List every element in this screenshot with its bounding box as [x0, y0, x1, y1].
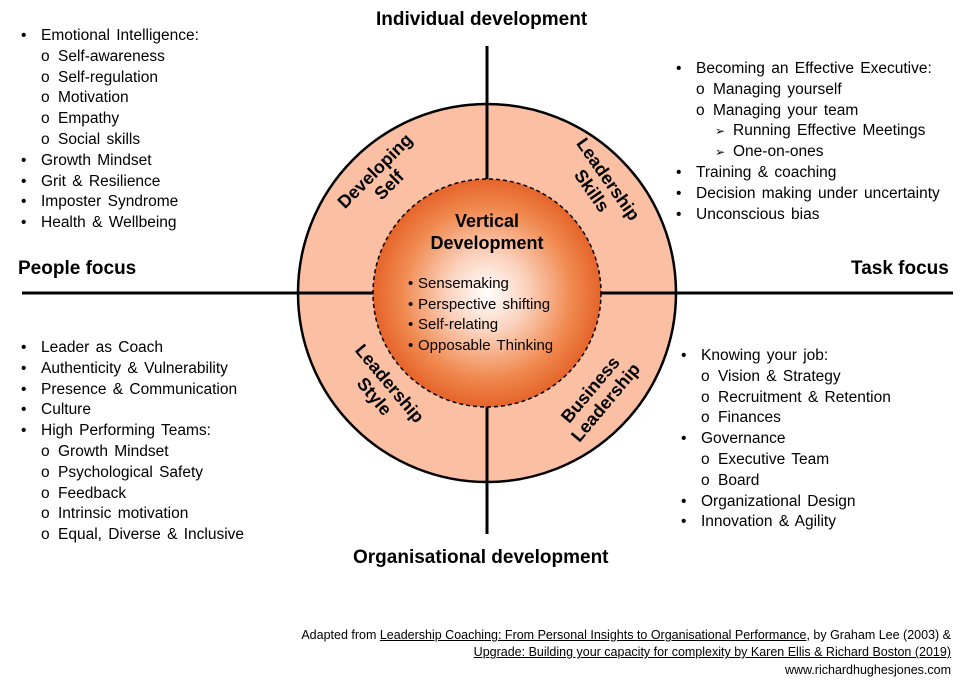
credit-book2-link[interactable]: Upgrade: Building your capacity for comp…: [473, 645, 951, 659]
list-item: Recruitment & Retention: [681, 388, 891, 409]
list-item: One-on-ones: [676, 142, 940, 163]
list-developing-self: Emotional Intelligence: Self-awareness S…: [21, 26, 199, 234]
list-item: Emotional Intelligence:: [21, 26, 199, 47]
list-item: Training & coaching: [676, 163, 940, 184]
list-item: Health & Wellbeing: [21, 213, 199, 234]
list-item: Decision making under uncertainty: [676, 184, 940, 205]
center-title: Vertical Development: [407, 210, 567, 254]
list-item: Opposable Thinking: [408, 336, 553, 357]
list-item: Empathy: [21, 109, 199, 130]
list-item: Organizational Design: [681, 492, 891, 513]
list-item: Vision & Strategy: [681, 367, 891, 388]
list-item: Self-relating: [408, 315, 553, 336]
credit-line-1: Adapted from Leadership Coaching: From P…: [301, 628, 951, 642]
list-item: Perspective shifting: [408, 295, 553, 316]
list-item: Self-awareness: [21, 47, 199, 68]
list-item: Motivation: [21, 88, 199, 109]
credit-mid: , by Graham Lee (2003) &: [806, 628, 951, 642]
list-item: Unconscious bias: [676, 205, 940, 226]
list-item: Becoming an Effective Executive:: [676, 59, 940, 80]
credit-website: www.richardhughesjones.com: [784, 663, 951, 677]
list-item: Innovation & Agility: [681, 512, 891, 533]
list-item: Imposter Syndrome: [21, 192, 199, 213]
list-item: Managing yourself: [676, 80, 940, 101]
center-list: Sensemaking Perspective shifting Self-re…: [408, 274, 553, 356]
list-item: High Performing Teams:: [21, 421, 244, 442]
axis-label-left: People focus: [18, 258, 137, 279]
credit-prefix: Adapted from: [301, 628, 380, 642]
credit-book1-link[interactable]: Leadership Coaching: From Personal Insig…: [379, 628, 807, 642]
list-item: Grit & Resilience: [21, 172, 199, 193]
list-leadership-skills: Becoming an Effective Executive: Managin…: [676, 59, 940, 225]
axis-label-top: Individual development: [376, 9, 588, 30]
list-item: Running Effective Meetings: [676, 121, 940, 142]
list-item: Leader as Coach: [21, 338, 244, 359]
list-item: Finances: [681, 408, 891, 429]
list-item: Psychological Safety: [21, 463, 244, 484]
list-item: Executive Team: [681, 450, 891, 471]
list-item: Presence & Communication: [21, 380, 244, 401]
list-item: Authenticity & Vulnerability: [21, 359, 244, 380]
list-item: Self-regulation: [21, 68, 199, 89]
list-item: Managing your team: [676, 101, 940, 122]
list-item: Knowing your job:: [681, 346, 891, 367]
list-item: Culture: [21, 400, 244, 421]
list-item: Growth Mindset: [21, 151, 199, 172]
list-item: Equal, Diverse & Inclusive: [21, 525, 244, 546]
list-item: Intrinsic motivation: [21, 504, 244, 525]
axis-label-right: Task focus: [851, 258, 949, 279]
list-business-leadership: Knowing your job: Vision & Strategy Recr…: [681, 346, 891, 533]
list-leadership-style: Leader as Coach Authenticity & Vulnerabi…: [21, 338, 244, 546]
list-item: Sensemaking: [408, 274, 553, 295]
axis-label-bottom: Organisational development: [353, 547, 609, 568]
list-item: Social skills: [21, 130, 199, 151]
list-item: Feedback: [21, 484, 244, 505]
list-item: Growth Mindset: [21, 442, 244, 463]
list-item: Board: [681, 471, 891, 492]
center-title-line1: Vertical: [454, 211, 520, 231]
list-item: Governance: [681, 429, 891, 450]
center-title-line2: Development: [430, 233, 544, 253]
